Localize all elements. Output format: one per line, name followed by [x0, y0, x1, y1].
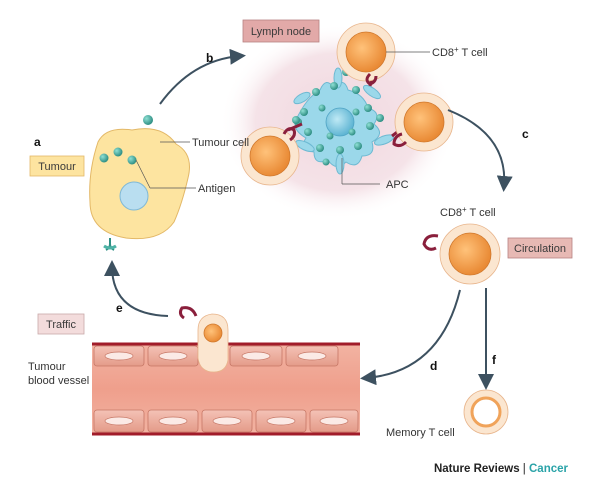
apc-cell	[287, 67, 401, 175]
arrow-b	[159, 48, 246, 105]
apc-nucleus	[325, 107, 355, 137]
step-e: e	[116, 301, 123, 315]
lymph-node-label: Lymph node	[251, 26, 311, 38]
cd8-t-cell-circulation	[422, 223, 501, 285]
arrow-d	[360, 289, 461, 386]
antigen-label: Antigen	[198, 183, 235, 195]
tumour-label: Tumour	[38, 161, 76, 173]
lymph-node-label-box: Lymph node	[242, 19, 320, 43]
step-b: b	[206, 51, 213, 65]
cd8-t-cell-left	[240, 116, 300, 186]
traffic-label: Traffic	[46, 319, 76, 331]
blood-vessel-label-2: blood vessel	[28, 375, 89, 387]
memory-t-cell-label: Memory T cell	[386, 427, 455, 439]
step-c: c	[522, 127, 529, 141]
tumour-cell-label: Tumour cell	[192, 137, 249, 149]
journal-credit: Nature Reviews | Cancer	[434, 463, 569, 475]
cd8-top-label: CD8+ T cell	[432, 45, 488, 60]
extravasating-t-cell	[178, 306, 229, 373]
cd8-t-cell-right	[392, 92, 454, 152]
tumour-label-box: Tumour	[29, 155, 85, 177]
arrow-c	[447, 109, 513, 192]
cycle-arrows	[104, 48, 513, 390]
tumour-nucleus	[119, 181, 149, 211]
traffic-label-box: Traffic	[37, 313, 85, 335]
circulation-label: Circulation	[514, 243, 566, 255]
step-f: f	[492, 353, 497, 367]
step-a: a	[34, 135, 41, 149]
step-d: d	[430, 359, 437, 373]
circulation-label-box: Circulation	[507, 237, 573, 259]
blood-vessel-label-1: Tumour	[28, 361, 66, 373]
memory-t-cell	[463, 389, 509, 435]
apc-label: APC	[386, 179, 409, 191]
arrow-e	[104, 260, 169, 317]
endothelial-nuclei	[104, 351, 349, 426]
released-antigen	[143, 115, 153, 125]
tumour-antigens	[99, 147, 137, 165]
cd8-circulation-label: CD8+ T cell	[440, 205, 496, 220]
tumour-cell	[89, 128, 190, 251]
cd8-t-cell-top	[336, 22, 396, 86]
